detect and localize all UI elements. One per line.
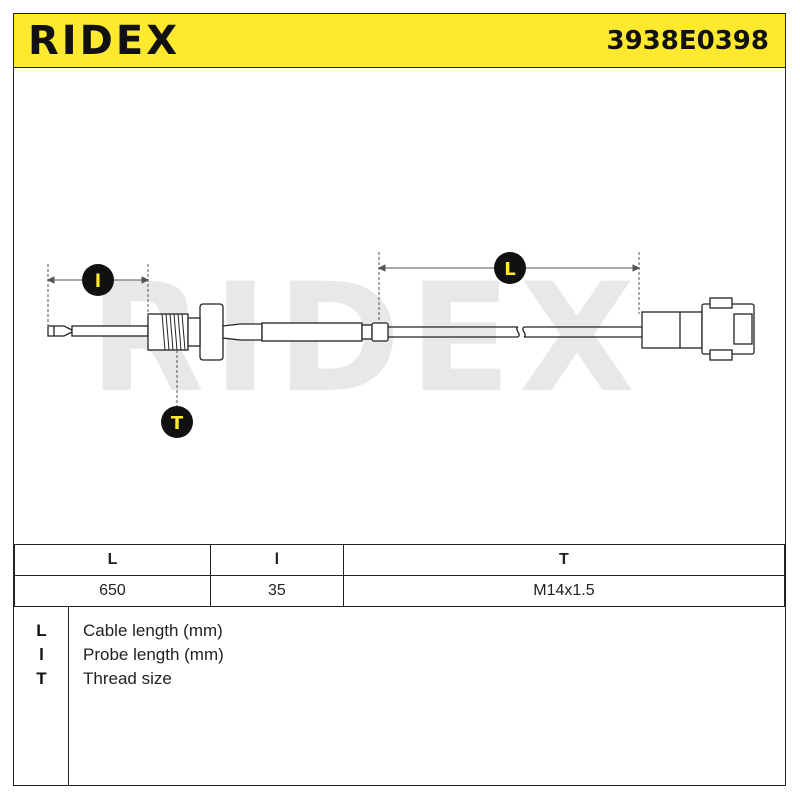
legend-key-cable: L: [36, 621, 47, 640]
value-thread: M14x1.5: [342, 575, 786, 607]
marker-probe-length-label: l: [95, 271, 101, 292]
marker-thread: [161, 406, 193, 438]
legend-label-probe: Probe length (mm): [83, 645, 224, 664]
sensor-outline: [47, 297, 755, 361]
part-number: 3938E0398: [606, 26, 770, 56]
legend-label-cable: Cable length (mm): [83, 621, 223, 640]
marker-cable-length: [494, 252, 526, 284]
brand-logo: RIDEX: [28, 18, 181, 64]
sensor-drawing: RIDEX: [46, 252, 755, 438]
cable-sleeve: [261, 322, 363, 342]
legend-label-thread: Thread size: [83, 669, 172, 688]
legend: L l T Cable length (mm) Probe length (mm…: [14, 606, 785, 786]
value-cable-length: 650: [14, 575, 211, 607]
spec-table-row: 650 35 M14x1.5: [14, 575, 786, 607]
marker-thread-label: T: [171, 413, 184, 434]
legend-keys-column: L l T: [14, 607, 69, 786]
header-probe-length: l: [209, 544, 344, 576]
probe-tip: [47, 325, 73, 337]
marker-cable-length-label: L: [504, 259, 515, 280]
datasheet-frame: RIDEX 3938E0398 RIDEX: [13, 13, 786, 786]
spec-table-header: L l T: [14, 544, 786, 576]
hex-nut: [199, 303, 224, 361]
header-bar: RIDEX 3938E0398: [14, 14, 785, 68]
spec-table: L l T 650 35 M14x1.5: [14, 544, 786, 607]
legend-key-probe: l: [39, 645, 44, 664]
header-cable-length: L: [14, 544, 211, 576]
probe-shaft: [71, 325, 149, 337]
value-probe-length: 35: [209, 575, 344, 607]
thread-lines: [161, 313, 186, 351]
connector-body: [641, 311, 703, 349]
header-thread: T: [342, 544, 786, 576]
marker-probe-length: [82, 264, 114, 296]
legend-key-thread: T: [36, 669, 47, 688]
